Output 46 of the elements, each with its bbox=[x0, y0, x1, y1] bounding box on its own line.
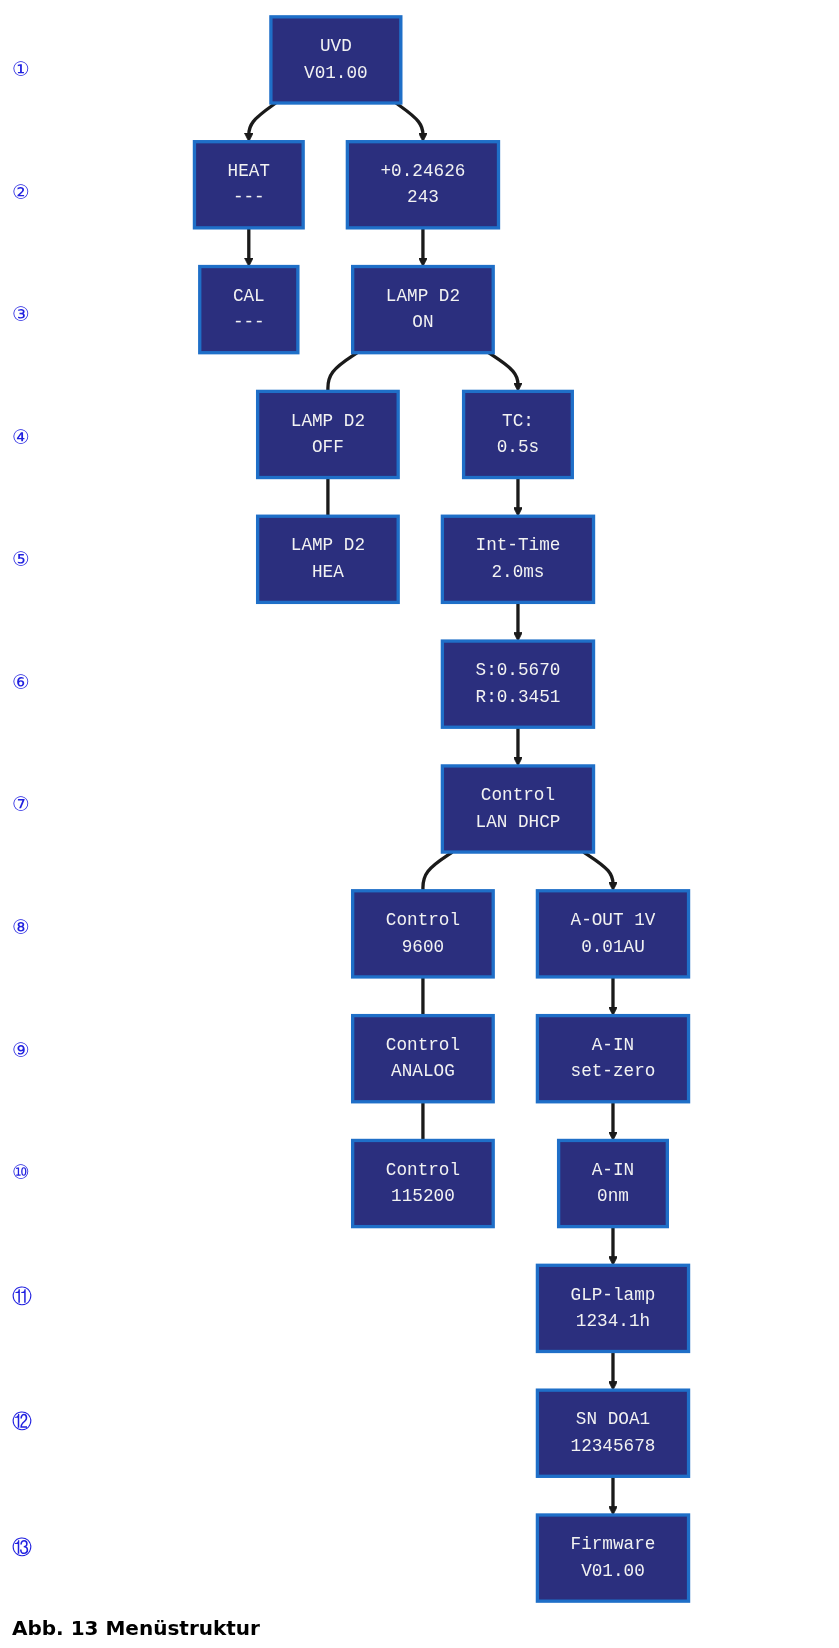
step-number: ⑬ bbox=[12, 1533, 33, 1561]
step-number: ⑥ bbox=[12, 669, 31, 694]
connector bbox=[421, 976, 425, 1016]
figure-caption: Abb. 13 Menüstruktur bbox=[12, 1616, 261, 1640]
step-number: ① bbox=[12, 57, 31, 82]
step-number: ③ bbox=[12, 302, 31, 327]
step-number: ⑩ bbox=[12, 1160, 31, 1185]
node-box: A-OUT 1V 0.01AU bbox=[535, 889, 691, 979]
arrow bbox=[608, 1226, 618, 1266]
arrow bbox=[418, 227, 428, 267]
step-number: ⑪ bbox=[12, 1282, 33, 1310]
node-box: +0.24626 243 bbox=[345, 140, 501, 230]
node-box: S:0.5670 R:0.3451 bbox=[440, 639, 596, 729]
node-box: CAL --- bbox=[198, 264, 300, 355]
node-box: LAMP D2 HEA bbox=[255, 514, 400, 605]
arrow bbox=[608, 1351, 618, 1391]
node-box: A-IN set-zero bbox=[535, 1013, 691, 1104]
node-box: Int-Time 2.0ms bbox=[440, 514, 596, 605]
step-number: ④ bbox=[12, 424, 31, 449]
arrow bbox=[487, 351, 523, 392]
node-box: TC: 0.5s bbox=[461, 389, 574, 480]
step-number: ② bbox=[12, 179, 31, 204]
node-box: Control LAN DHCP bbox=[440, 764, 596, 854]
node-box: GLP-lamp 1234.1h bbox=[535, 1263, 691, 1354]
node-box: A-IN 0nm bbox=[556, 1138, 669, 1229]
connector bbox=[326, 351, 359, 392]
arrow bbox=[608, 1101, 618, 1141]
arrow bbox=[513, 602, 523, 642]
connector bbox=[421, 1101, 425, 1141]
step-number: ⑤ bbox=[12, 547, 31, 572]
node-box: LAMP D2 ON bbox=[351, 264, 495, 355]
step-number: ⑨ bbox=[12, 1037, 31, 1062]
node-box: HEAT --- bbox=[192, 140, 305, 230]
node-box: Firmware V01.00 bbox=[535, 1513, 691, 1603]
step-number: ⑦ bbox=[12, 792, 31, 817]
arrow bbox=[513, 477, 523, 517]
node-box: UVD V01.00 bbox=[269, 15, 403, 105]
node-box: LAMP D2 OFF bbox=[255, 389, 400, 480]
step-number: ⑧ bbox=[12, 915, 31, 939]
step-number: ⑫ bbox=[12, 1408, 33, 1436]
node-box: Control 9600 bbox=[351, 889, 495, 979]
node-box: SN DOA1 12345678 bbox=[535, 1388, 691, 1478]
node-box: Control ANALOG bbox=[351, 1013, 495, 1104]
arrow bbox=[243, 227, 254, 267]
connector bbox=[326, 477, 330, 517]
node-box: Control 115200 bbox=[351, 1138, 495, 1229]
